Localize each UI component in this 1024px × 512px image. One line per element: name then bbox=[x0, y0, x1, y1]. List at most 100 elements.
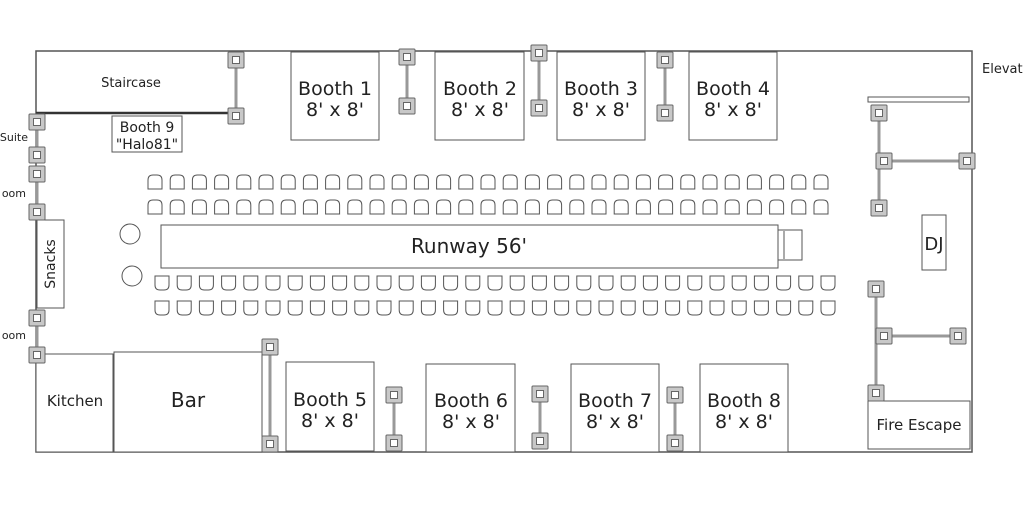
seat[interactable] bbox=[724, 199, 740, 215]
seat[interactable] bbox=[391, 174, 407, 190]
seat[interactable] bbox=[591, 174, 607, 190]
seat[interactable] bbox=[154, 300, 170, 316]
seat[interactable] bbox=[309, 275, 325, 291]
seat[interactable] bbox=[658, 174, 674, 190]
seat[interactable] bbox=[332, 275, 348, 291]
dj-booth[interactable]: DJ bbox=[921, 214, 947, 271]
seat[interactable] bbox=[265, 300, 281, 316]
seat[interactable] bbox=[547, 199, 563, 215]
seat[interactable] bbox=[502, 199, 518, 215]
seat[interactable] bbox=[443, 275, 459, 291]
seat[interactable] bbox=[258, 199, 274, 215]
seat[interactable] bbox=[709, 300, 725, 316]
seat[interactable] bbox=[280, 199, 296, 215]
seat[interactable] bbox=[524, 174, 540, 190]
seat[interactable] bbox=[458, 174, 474, 190]
seat[interactable] bbox=[813, 199, 829, 215]
seat[interactable] bbox=[620, 300, 636, 316]
seat[interactable] bbox=[620, 275, 636, 291]
seat[interactable] bbox=[820, 300, 836, 316]
seat[interactable] bbox=[665, 275, 681, 291]
seat[interactable] bbox=[369, 174, 385, 190]
seat[interactable] bbox=[554, 275, 570, 291]
seat[interactable] bbox=[420, 300, 436, 316]
seat[interactable] bbox=[154, 275, 170, 291]
seat[interactable] bbox=[680, 174, 696, 190]
seat[interactable] bbox=[820, 275, 836, 291]
seat[interactable] bbox=[769, 174, 785, 190]
seat[interactable] bbox=[420, 275, 436, 291]
seat[interactable] bbox=[642, 275, 658, 291]
seat[interactable] bbox=[398, 275, 414, 291]
booth-5[interactable]: Booth 5 8' x 8' bbox=[285, 361, 375, 452]
seat[interactable] bbox=[746, 199, 762, 215]
seat[interactable] bbox=[325, 199, 341, 215]
seat[interactable] bbox=[480, 199, 496, 215]
seat[interactable] bbox=[524, 199, 540, 215]
seat[interactable] bbox=[369, 199, 385, 215]
seat[interactable] bbox=[753, 300, 769, 316]
booth-7[interactable]: Booth 7 8' x 8' bbox=[570, 363, 660, 453]
seat[interactable] bbox=[391, 199, 407, 215]
seat[interactable] bbox=[221, 300, 237, 316]
seat[interactable] bbox=[287, 275, 303, 291]
seat[interactable] bbox=[169, 199, 185, 215]
seat[interactable] bbox=[769, 199, 785, 215]
seat[interactable] bbox=[347, 199, 363, 215]
seat[interactable] bbox=[502, 174, 518, 190]
seat[interactable] bbox=[243, 275, 259, 291]
seat[interactable] bbox=[731, 300, 747, 316]
seat[interactable] bbox=[598, 275, 614, 291]
booth-2[interactable]: Booth 2 8' x 8' bbox=[434, 51, 525, 141]
seat[interactable] bbox=[413, 174, 429, 190]
seat[interactable] bbox=[547, 174, 563, 190]
seat[interactable] bbox=[221, 275, 237, 291]
seat[interactable] bbox=[214, 174, 230, 190]
booth-8[interactable]: Booth 8 8' x 8' bbox=[699, 363, 789, 453]
seat[interactable] bbox=[569, 174, 585, 190]
booth-4[interactable]: Booth 4 8' x 8' bbox=[688, 51, 778, 141]
seat[interactable] bbox=[509, 275, 525, 291]
seat[interactable] bbox=[191, 199, 207, 215]
seat[interactable] bbox=[436, 174, 452, 190]
seat[interactable] bbox=[243, 300, 259, 316]
seat[interactable] bbox=[191, 174, 207, 190]
seat[interactable] bbox=[436, 199, 452, 215]
seat[interactable] bbox=[591, 199, 607, 215]
seat[interactable] bbox=[798, 300, 814, 316]
seat[interactable] bbox=[280, 174, 296, 190]
seat[interactable] bbox=[635, 199, 651, 215]
seat[interactable] bbox=[776, 275, 792, 291]
seat[interactable] bbox=[176, 275, 192, 291]
seat[interactable] bbox=[376, 275, 392, 291]
seat[interactable] bbox=[702, 174, 718, 190]
seat[interactable] bbox=[724, 174, 740, 190]
seat[interactable] bbox=[776, 300, 792, 316]
seat[interactable] bbox=[791, 174, 807, 190]
seat[interactable] bbox=[413, 199, 429, 215]
seat[interactable] bbox=[813, 174, 829, 190]
booth-3[interactable]: Booth 3 8' x 8' bbox=[556, 51, 646, 141]
seat[interactable] bbox=[265, 275, 281, 291]
booth-1[interactable]: Booth 1 8' x 8' bbox=[290, 51, 380, 141]
seat[interactable] bbox=[465, 300, 481, 316]
seat[interactable] bbox=[753, 275, 769, 291]
seat[interactable] bbox=[665, 300, 681, 316]
seat[interactable] bbox=[554, 300, 570, 316]
seat[interactable] bbox=[458, 199, 474, 215]
seat[interactable] bbox=[613, 174, 629, 190]
seat[interactable] bbox=[325, 174, 341, 190]
seat[interactable] bbox=[198, 300, 214, 316]
seat[interactable] bbox=[576, 275, 592, 291]
seat[interactable] bbox=[214, 199, 230, 215]
seat[interactable] bbox=[258, 174, 274, 190]
seat[interactable] bbox=[613, 199, 629, 215]
seat[interactable] bbox=[569, 199, 585, 215]
seat[interactable] bbox=[509, 300, 525, 316]
seat[interactable] bbox=[731, 275, 747, 291]
seat[interactable] bbox=[147, 199, 163, 215]
seat[interactable] bbox=[642, 300, 658, 316]
seat[interactable] bbox=[347, 174, 363, 190]
seat[interactable] bbox=[302, 199, 318, 215]
seat[interactable] bbox=[376, 300, 392, 316]
